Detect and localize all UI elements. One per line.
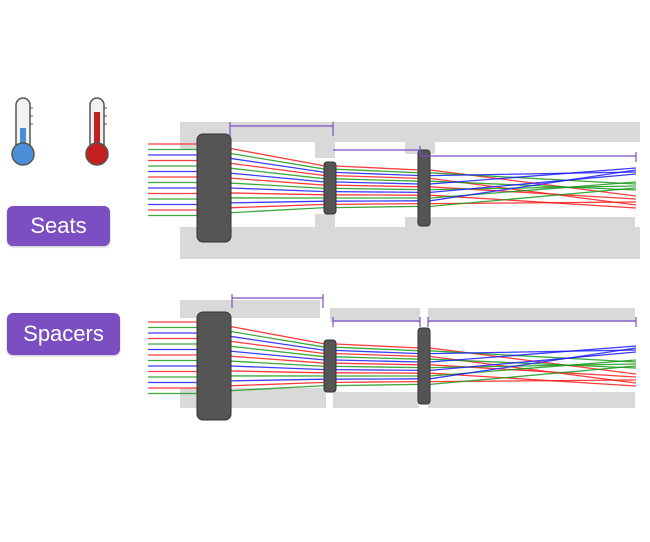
- dimension-line: [420, 152, 637, 162]
- housing-top: [180, 122, 640, 142]
- lens-3: [417, 327, 431, 405]
- lens-2: [323, 161, 337, 215]
- dimension-line: [229, 122, 334, 136]
- spacer-bottom: [333, 392, 419, 408]
- spacer-top: [330, 308, 420, 322]
- dimension-line: [427, 317, 637, 327]
- lens-1: [196, 311, 232, 421]
- spacer-top: [428, 308, 635, 322]
- dimension-line: [231, 294, 324, 308]
- seats-button[interactable]: Seats: [7, 206, 110, 246]
- housing-step: [405, 217, 635, 229]
- lens-3: [417, 149, 431, 227]
- dimension-line: [333, 146, 421, 156]
- housing-step: [315, 214, 335, 229]
- dimension-line: [332, 317, 421, 327]
- housing-step: [315, 140, 335, 158]
- lens-2: [323, 339, 337, 393]
- housing-bottom: [180, 227, 640, 259]
- spacer-bottom: [428, 392, 635, 408]
- spacers-button[interactable]: Spacers: [7, 313, 120, 355]
- lens-1: [196, 133, 232, 243]
